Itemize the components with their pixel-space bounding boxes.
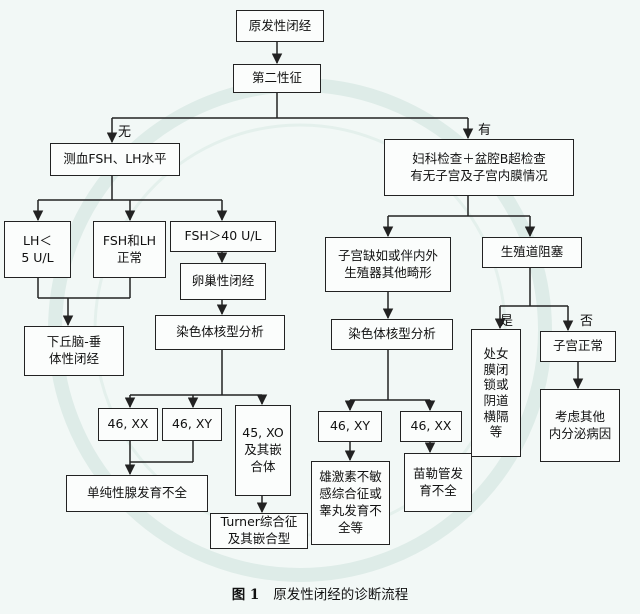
node-androgen-insensitivity: 雄激素不敏 感综合征或 睾丸发育不 全等 (311, 461, 390, 545)
edge-label-present: 有 (478, 123, 492, 138)
node-fsh-lh-normal: FSH和LH 正常 (93, 221, 166, 278)
node-karyotype-46xx-middle: 46, XX (400, 411, 462, 442)
node-ovarian-amenorrhea: 卵巢性闭经 (180, 263, 266, 300)
node-lh-low: LH＜ 5 U/L (4, 221, 71, 278)
node-uterus-normal: 子宫正常 (540, 331, 616, 362)
node-uterus-absent-malformation: 子宫缺如或伴内外 生殖器其他畸形 (325, 237, 451, 292)
edge-label-none: 无 (118, 125, 132, 140)
figure-caption: 图 1 原发性闭经的诊断流程 (0, 583, 640, 603)
edge-label-yes-obstruction: 是 (500, 314, 514, 329)
node-primary-amenorrhea: 原发性闭经 (236, 10, 324, 42)
node-karyotype-45xo: 45, XO 及其嵌 合体 (235, 405, 291, 496)
figure-number: 图 1 (231, 587, 260, 603)
node-imperforate-hymen-label: 处女膜闭锁或阴道横隔等 (483, 346, 509, 440)
node-imperforate-hymen: 处女膜闭锁或阴道横隔等 (471, 329, 521, 457)
node-other-endocrine-causes: 考虑其他 内分泌病因 (540, 389, 620, 462)
node-genital-tract-obstruction: 生殖道阻塞 (482, 237, 582, 268)
node-karyotype-left: 染色体核型分析 (155, 315, 285, 350)
node-gyn-exam-ultrasound: 妇科检查＋盆腔B超检查 有无子宫及子宫内膜情况 (384, 139, 574, 196)
node-fsh-high: FSH＞40 U/L (170, 221, 276, 252)
node-karyotype-46xx-left: 46, XX (98, 408, 158, 441)
node-test-fsh-lh: 测血FSH、LH水平 (50, 143, 180, 176)
node-karyotype-46xy-left: 46, XY (162, 408, 222, 441)
figure-caption-text: 原发性闭经的诊断流程 (273, 587, 409, 603)
edge-label-no-obstruction: 否 (580, 314, 594, 329)
node-karyotype-46xy-middle: 46, XY (318, 411, 382, 442)
node-pure-gonadal-dysgenesis: 单纯性腺发育不全 (66, 475, 208, 512)
node-karyotype-middle: 染色体核型分析 (331, 319, 453, 350)
node-hypothalamic-pituitary: 下丘脑-垂 体性闭经 (24, 326, 124, 376)
node-turner-syndrome: Turner综合征 及其嵌合型 (210, 513, 308, 549)
node-mullerian-agenesis: 苗勒管发 育不全 (404, 453, 472, 512)
node-secondary-sex-characteristics: 第二性征 (233, 64, 321, 93)
